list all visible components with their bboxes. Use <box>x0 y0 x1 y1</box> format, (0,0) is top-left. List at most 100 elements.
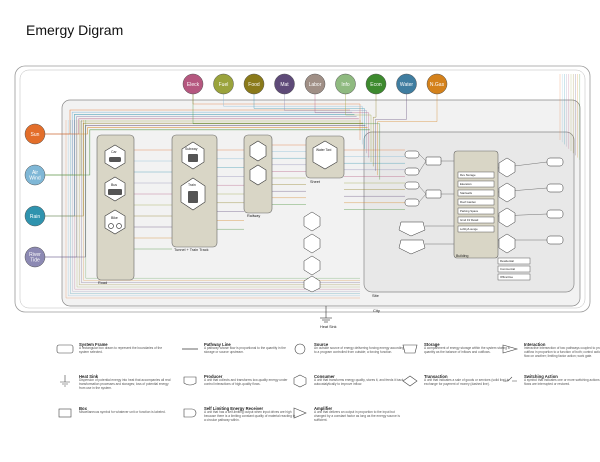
svg-text:Railway: Railway <box>247 214 260 218</box>
flow-line <box>418 153 427 162</box>
city-node[interactable] <box>303 255 321 276</box>
railway-node-b[interactable] <box>249 164 267 186</box>
legend-symbol-icon <box>183 408 197 418</box>
source-mat[interactable]: Mat <box>274 73 295 95</box>
source-rain[interactable]: Rain <box>24 205 46 227</box>
building-row[interactable]: Elevators <box>457 180 495 188</box>
building-lower-row[interactable]: Residential <box>497 257 531 265</box>
building-lower-row[interactable]: Office/Use <box>497 273 531 281</box>
railway-node-a[interactable] <box>249 140 267 162</box>
site-box[interactable] <box>404 198 420 207</box>
legend-symbol-icon <box>503 376 517 382</box>
legend-description: A unit that collects and transforms low-… <box>204 378 288 386</box>
right-node[interactable] <box>498 233 516 254</box>
source-info[interactable]: Info <box>335 73 356 95</box>
source-sun[interactable]: Sun <box>24 123 46 145</box>
right-node[interactable] <box>498 207 516 228</box>
pathway-line <box>85 120 360 279</box>
subway-node[interactable]: Subway <box>181 141 205 170</box>
bus-icon <box>108 189 122 195</box>
legend-title: Switching Action <box>524 374 558 379</box>
legend-description: Interactive intersection of two pathways… <box>524 346 600 358</box>
source-water[interactable]: Water <box>396 73 417 95</box>
svg-text:Train: Train <box>188 183 196 187</box>
city-node[interactable] <box>303 275 321 293</box>
source-fuel[interactable]: Fuel <box>213 73 234 95</box>
pathway-line <box>377 94 438 176</box>
legend-symbol-icon <box>402 344 418 354</box>
legend-description: A symbol that indicates one or more swit… <box>524 378 600 386</box>
building-row[interactable]: Parking Space <box>457 207 495 215</box>
right-box[interactable] <box>546 183 564 193</box>
source-food[interactable]: Food <box>243 73 265 95</box>
building-row-label: Stairwells <box>460 191 473 195</box>
legend-description: A unit that delivers an output in propor… <box>314 410 400 422</box>
legend-symbol-icon <box>293 374 307 388</box>
building-lower-label: Residential <box>500 259 514 263</box>
right-node[interactable] <box>498 157 516 178</box>
city-node[interactable] <box>303 211 321 232</box>
pathway-line <box>81 120 360 283</box>
legend-symbol-icon <box>293 407 307 419</box>
legend-title: Transaction <box>424 374 448 379</box>
site-box[interactable] <box>404 150 420 159</box>
bike-node[interactable]: Bike <box>104 209 126 235</box>
legend-description: A unit that transforms energy quality, s… <box>314 378 404 386</box>
building-row[interactable]: Rev Storage <box>457 171 495 179</box>
top-sources: Eleck Fuel Food Mat Labor Info Econ Water N.Gas <box>182 73 448 95</box>
building-lower-row[interactable]: Commercial <box>497 265 531 273</box>
legend-description: A pathway whose flow is proportional to … <box>204 346 286 354</box>
svg-text:Bike: Bike <box>111 216 118 220</box>
right-box[interactable] <box>546 209 564 219</box>
train-node[interactable]: Train <box>180 177 206 211</box>
site-box[interactable] <box>425 189 442 199</box>
legend-description: A compartment of energy storage within t… <box>424 346 510 354</box>
site-box[interactable] <box>425 156 442 166</box>
source-label: Eleck <box>187 82 200 88</box>
legend-description: A unit that indicates a sale of goods or… <box>424 378 510 386</box>
legend-symbol-icon <box>502 344 519 354</box>
pathway-line <box>314 94 370 158</box>
building-row-label: Roof Garden <box>460 200 476 204</box>
building-row[interactable]: Lobby/Lounge <box>457 225 495 233</box>
car-node[interactable]: Car <box>104 144 126 170</box>
site-storage[interactable] <box>398 221 426 237</box>
svg-text:Bus: Bus <box>111 183 117 187</box>
system-frame-inner <box>19 69 586 309</box>
building-row[interactable]: Stairwells <box>457 189 495 197</box>
source-econ[interactable]: Econ <box>365 73 387 95</box>
pathway-line <box>83 120 360 281</box>
water-taxi-node[interactable]: Water Taxi <box>312 140 338 170</box>
pathway-line <box>253 94 365 149</box>
source-label: Mat <box>280 82 289 88</box>
source-ngas[interactable]: N.Gas <box>426 73 448 95</box>
site-box[interactable] <box>404 167 420 176</box>
road-subsystem: Road Car Bus Bike <box>96 134 135 285</box>
right-node[interactable] <box>498 182 516 203</box>
train-icon <box>188 191 198 203</box>
bus-node[interactable]: Bus <box>104 176 126 202</box>
flow-line <box>418 185 427 195</box>
pathway-bundle <box>45 74 580 299</box>
building-row-label: Elevators <box>460 182 472 186</box>
source-labor[interactable]: Labor <box>304 73 326 95</box>
svg-text:Subway: Subway <box>185 147 198 151</box>
building-row[interactable]: Grnd Flr Retail <box>457 216 495 224</box>
source-eleck[interactable]: Eleck <box>182 73 204 95</box>
site-label: Site <box>372 293 380 298</box>
city-node[interactable] <box>303 233 321 254</box>
svg-text:Car: Car <box>111 150 117 154</box>
legend-symbol-icon <box>58 408 72 418</box>
site-storage[interactable] <box>398 239 426 255</box>
site-box[interactable] <box>404 181 420 190</box>
building-row-label: Lobby/Lounge <box>460 227 478 231</box>
legend-title: Box <box>79 406 87 411</box>
legend-symbol-icon <box>402 375 418 387</box>
building-lower-label: Office/Use <box>500 275 513 279</box>
right-box[interactable] <box>546 235 564 245</box>
source-label: N.Gas <box>430 82 445 88</box>
right-box[interactable] <box>546 157 564 167</box>
building-row[interactable]: Roof Garden <box>457 198 495 206</box>
